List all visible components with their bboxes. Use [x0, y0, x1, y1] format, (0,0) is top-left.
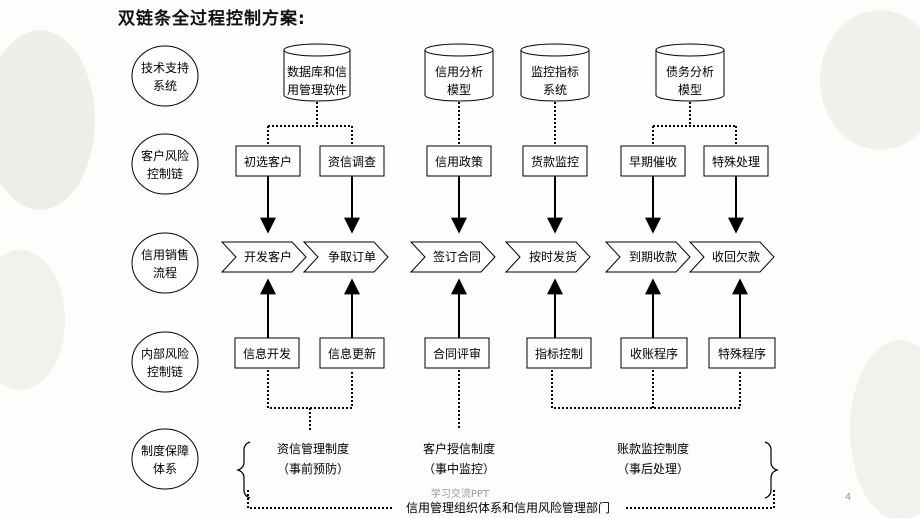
system-items: 资信管理制度 （事前预防） 客户授信制度 （事中监控） 账款监控制度 （事后处理…: [277, 441, 689, 476]
database-debt-analysis: 债务分析 模型: [655, 43, 725, 102]
sales-flow: 开发客户 争取订单 签订合同 按时发货 到期收款 收回欠款: [220, 241, 775, 273]
svg-text:账款监控制度: 账款监控制度: [617, 441, 689, 456]
system-item-credit-management: 资信管理制度 （事前预防）: [277, 441, 349, 476]
internal-chain: 信息开发 信息更新 合同评审 指标控制 收账程序 特殊程序: [234, 337, 776, 369]
svg-text:客户授信制度: 客户授信制度: [423, 441, 495, 456]
row-label-customer-risk: 客户风险 控制链: [131, 133, 199, 195]
recover-debt-chevron: 收回欠款: [688, 241, 775, 273]
svg-text:（事中监控）: （事中监控）: [423, 461, 495, 476]
special-procedure-box: 特殊程序: [708, 337, 776, 369]
svg-text:信息更新: 信息更新: [328, 346, 376, 361]
svg-text:收账程序: 收账程序: [630, 346, 678, 361]
special-handling-box: 特殊处理: [703, 145, 769, 177]
svg-text:按时发货: 按时发货: [529, 249, 577, 264]
svg-text:指标控制: 指标控制: [535, 346, 583, 361]
system-braces: [236, 441, 779, 499]
database-software: 数据库和信 用管理软件: [283, 43, 351, 102]
svg-text:货款监控: 货款监控: [531, 154, 579, 169]
svg-text:控制链: 控制链: [147, 364, 183, 379]
svg-text:内部风险: 内部风险: [141, 346, 189, 361]
svg-text:用管理软件: 用管理软件: [287, 82, 347, 97]
database-monitoring: 监控指标 系统: [520, 43, 590, 102]
svg-text:模型: 模型: [678, 83, 702, 97]
initial-select-box: 初选客户: [235, 145, 301, 177]
svg-text:到期收款: 到期收款: [629, 250, 677, 264]
row-label-sales: 信用销售 流程: [131, 232, 199, 294]
svg-text:系统: 系统: [543, 83, 567, 97]
svg-text:技术支持: 技术支持: [141, 60, 189, 75]
contract-review-box: 合同评审: [424, 337, 490, 369]
page-number: 4: [845, 492, 851, 503]
row-label-system: 制度保障 体系: [131, 428, 199, 490]
svg-text:债务分析: 债务分析: [666, 64, 714, 79]
svg-text:争取订单: 争取订单: [328, 250, 376, 264]
early-collection-box: 早期催收: [620, 145, 686, 177]
credit-policy-box: 信用政策: [426, 145, 492, 177]
svg-text:制度保障: 制度保障: [141, 443, 189, 458]
arrows-up: [260, 278, 748, 338]
svg-text:收回欠款: 收回欠款: [712, 249, 760, 264]
arrows-down: [260, 176, 744, 234]
collect-due-chevron: 到期收款: [604, 241, 691, 273]
svg-text:资信调查: 资信调查: [328, 155, 376, 169]
databases: 数据库和信 用管理软件 信用分析 模型 监控指标 系统 债务分析 模型: [283, 43, 725, 102]
svg-text:初选客户: 初选客户: [244, 154, 292, 169]
row-label-internal-risk: 内部风险 控制链: [131, 331, 199, 393]
svg-text:流程: 流程: [153, 265, 177, 280]
svg-text:特殊处理: 特殊处理: [712, 154, 760, 169]
svg-text:早期催收: 早期催收: [629, 155, 677, 169]
svg-text:开发客户: 开发客户: [244, 249, 292, 264]
page-title: 双链条全过程控制方案:: [118, 9, 306, 29]
credit-investigation-box: 资信调查: [319, 145, 385, 177]
info-update-box: 信息更新: [319, 337, 385, 369]
svg-text:模型: 模型: [447, 83, 471, 97]
svg-text:资信管理制度: 资信管理制度: [277, 441, 349, 456]
watermark: 学习交流PPT: [431, 487, 490, 500]
svg-text:特殊程序: 特殊程序: [718, 346, 766, 361]
system-item-account-monitoring: 账款监控制度 （事后处理）: [617, 441, 689, 476]
svg-text:信用销售: 信用销售: [141, 247, 189, 262]
db-connectors: [267, 102, 737, 146]
develop-customer-chevron: 开发客户: [220, 241, 307, 273]
row-labels: 技术支持 系统 客户风险 控制链 信用销售 流程 内部风险 控制链 制度保障 体…: [131, 45, 199, 490]
database-credit-analysis: 信用分析 模型: [424, 43, 494, 102]
svg-text:客户风险: 客户风险: [141, 148, 189, 163]
svg-text:信息开发: 信息开发: [243, 346, 291, 361]
bottom-bracket: [247, 490, 775, 509]
svg-text:控制链: 控制链: [147, 166, 183, 181]
sign-contract-chevron: 签订合同: [409, 241, 496, 273]
system-connectors: [267, 370, 741, 430]
win-order-chevron: 争取订单: [302, 241, 389, 273]
svg-text:监控指标: 监控指标: [531, 64, 579, 79]
svg-text:签订合同: 签订合同: [433, 249, 481, 264]
ship-on-time-chevron: 按时发货: [504, 241, 591, 273]
svg-text:系统: 系统: [153, 79, 177, 93]
bottom-label: 信用管理组织体系和信用风险管理部门: [406, 500, 610, 515]
info-develop-box: 信息开发: [234, 337, 300, 369]
row-label-tech: 技术支持 系统: [131, 45, 199, 107]
background-decoration: [0, 10, 920, 518]
system-item-customer-credit: 客户授信制度 （事中监控）: [423, 441, 495, 476]
svg-text:（事前预防）: （事前预防）: [277, 461, 349, 476]
svg-text:体系: 体系: [153, 462, 177, 476]
svg-text:（事后处理）: （事后处理）: [617, 462, 689, 476]
svg-text:信用政策: 信用政策: [435, 155, 483, 169]
goods-monitoring-box: 货款监控: [522, 145, 588, 177]
svg-text:信用分析: 信用分析: [435, 65, 483, 79]
svg-text:数据库和信: 数据库和信: [287, 64, 347, 79]
collection-procedure-box: 收账程序: [620, 337, 688, 369]
svg-text:合同评审: 合同评审: [433, 346, 481, 361]
indicator-control-box: 指标控制: [526, 337, 592, 369]
customer-chain: 初选客户 资信调查 信用政策 货款监控 早期催收 特殊处理: [235, 145, 769, 177]
